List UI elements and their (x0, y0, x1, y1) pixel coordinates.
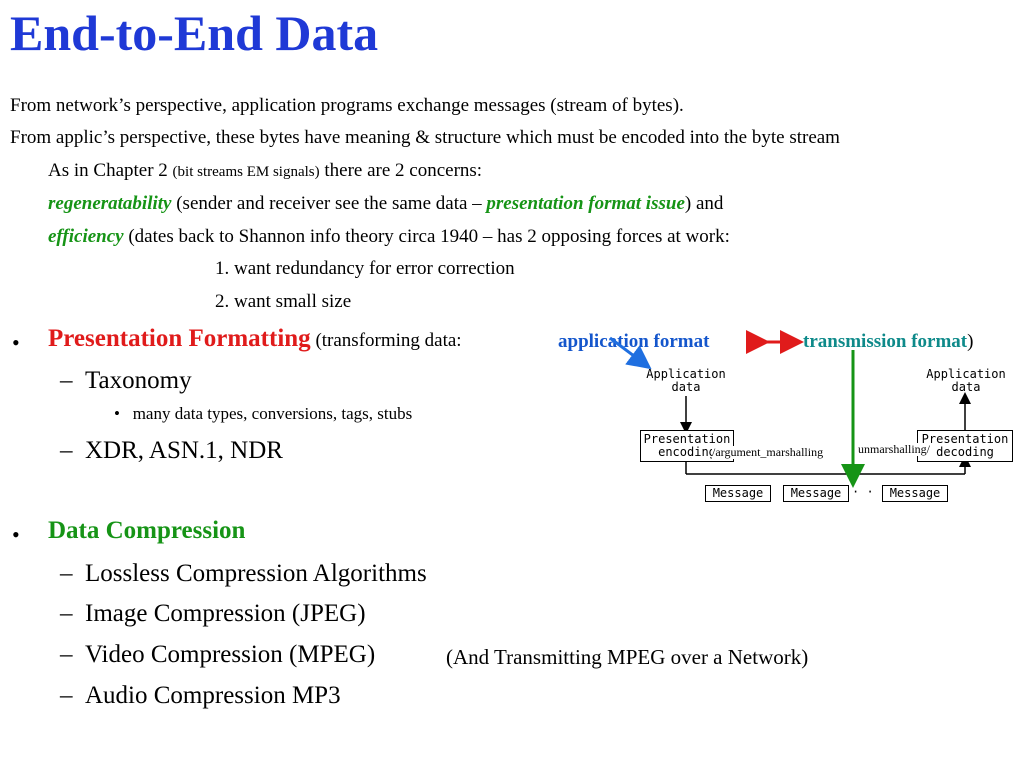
standards-label: XDR, ASN.1, NDR (85, 437, 283, 464)
encoding-text: Presentation encoding (643, 432, 731, 459)
regen-text: (sender and receiver see the same data – (171, 193, 487, 214)
app-data-left-text: Application data (646, 367, 726, 394)
dash: – (60, 682, 73, 709)
sub-bullet: • (114, 404, 120, 423)
message-box-2: Message (783, 485, 849, 502)
efficiency-term: efficiency (48, 226, 124, 247)
message-box-3: Message (882, 485, 948, 502)
intro-line-network: From network’s perspective, application … (10, 95, 684, 116)
chapter-text: As in Chapter 2 (48, 160, 173, 181)
item-mp3: Audio Compression MP3 (85, 682, 341, 709)
concerns-text: there are 2 concerns: (319, 160, 483, 181)
compression-item-mpeg: – Video Compression (MPEG) (60, 640, 375, 670)
application-format-label: application format (558, 331, 710, 352)
item-mpeg: Video Compression (MPEG) (85, 641, 376, 668)
regen-end: ) and (684, 193, 724, 214)
data-compression-heading: Data Compression (48, 517, 246, 544)
efficiency-text: (dates back to Shannon info theory circa… (123, 226, 730, 247)
intro-line-application: From applic’s perspective, these bytes h… (10, 127, 840, 148)
standards-item: – XDR, ASN.1, NDR (60, 436, 283, 466)
presentation-encoding-box: Presentation encoding (640, 430, 734, 462)
dash: – (60, 437, 73, 464)
presentation-heading: Presentation Formatting (transforming da… (48, 325, 462, 353)
dash: – (60, 367, 73, 394)
message-box-1: Message (705, 485, 771, 502)
decoding-text: Presentation decoding (921, 432, 1009, 459)
app-data-right-text: Application data (926, 367, 1006, 394)
compression-item-jpeg: – Image Compression (JPEG) (60, 599, 366, 629)
presentation-decoding-box: Presentation decoding (917, 430, 1013, 462)
transforming-text: (transforming data: (310, 330, 462, 351)
presentation-format-issue: presentation format issue (486, 193, 685, 214)
point-redundancy: 1. want redundancy for error correction (215, 258, 515, 279)
dash: – (60, 600, 73, 627)
mpeg-network-note: (And Transmitting MPEG over a Network) (446, 645, 809, 669)
compression-item-lossless: – Lossless Compression Algorithms (60, 559, 427, 589)
taxonomy-item: – Taxonomy (60, 366, 192, 396)
taxonomy-detail: many data types, conversions, tags, stub… (132, 404, 413, 423)
paren-close: ) (967, 331, 974, 352)
transmission-format-label: transmission format (803, 331, 968, 352)
bullet-compression: • (12, 522, 20, 547)
point-small-size: 2. want small size (215, 291, 352, 312)
item-lossless: Lossless Compression Algorithms (85, 560, 427, 587)
bit-streams-note: (bit streams EM signals) (172, 164, 320, 180)
unmarshalling-label: unmarshalling/ (858, 442, 930, 456)
transmission-format-wrap: transmission format) (803, 331, 973, 353)
argument-marshalling-label: /argument_marshalling (712, 445, 824, 459)
regeneratability-term: regeneratability (48, 193, 172, 214)
item-jpeg: Image Compression (JPEG) (85, 600, 366, 627)
efficiency-line: efficiency (dates back to Shannon info t… (48, 226, 730, 249)
application-data-right: Application data (920, 368, 1012, 393)
dash: – (60, 560, 73, 587)
compression-item-mp3: – Audio Compression MP3 (60, 681, 341, 711)
bullet-presentation: • (12, 330, 20, 355)
intro-line-chapter: As in Chapter 2 (bit streams EM signals)… (48, 160, 482, 183)
dash: – (60, 641, 73, 668)
presentation-formatting-title: Presentation Formatting (48, 325, 311, 352)
taxonomy-detail-item: • many data types, conversions, tags, st… (114, 404, 412, 424)
taxonomy-label: Taxonomy (85, 367, 192, 394)
application-data-left: Application data (640, 368, 732, 393)
message-ellipsis: · · · (852, 485, 889, 499)
regeneratability-line: regeneratability (sender and receiver se… (48, 193, 723, 216)
page-title: End-to-End Data (10, 5, 379, 61)
